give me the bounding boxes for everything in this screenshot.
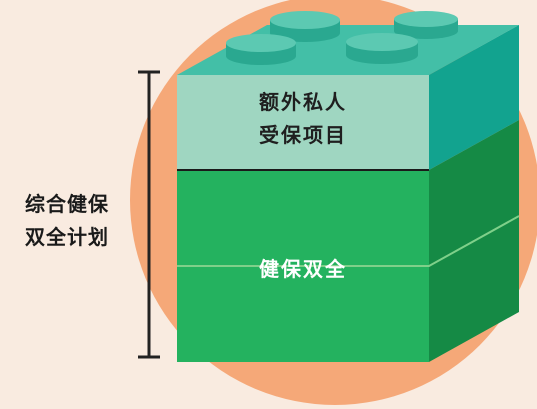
top-block-label: 额外私人 受保项目	[177, 86, 429, 152]
top-block-label-line2: 受保项目	[259, 123, 347, 147]
top-block-label-line1: 额外私人	[259, 90, 347, 114]
stud	[226, 34, 296, 65]
bracket	[138, 70, 160, 359]
stud	[270, 11, 340, 42]
side-label: 综合健保 双全计划	[4, 188, 130, 254]
top-block-front	[177, 75, 429, 170]
block-studs	[226, 11, 458, 65]
bottom-block-label: 健保双全	[259, 257, 347, 281]
top-block-side	[429, 25, 519, 170]
side-label-line1: 综合健保	[25, 192, 109, 216]
bottom-block-divider	[177, 215, 520, 267]
side-label-line2: 双全计划	[25, 225, 109, 249]
stud	[394, 11, 458, 39]
bottom-block	[177, 120, 520, 362]
stud	[346, 33, 418, 64]
